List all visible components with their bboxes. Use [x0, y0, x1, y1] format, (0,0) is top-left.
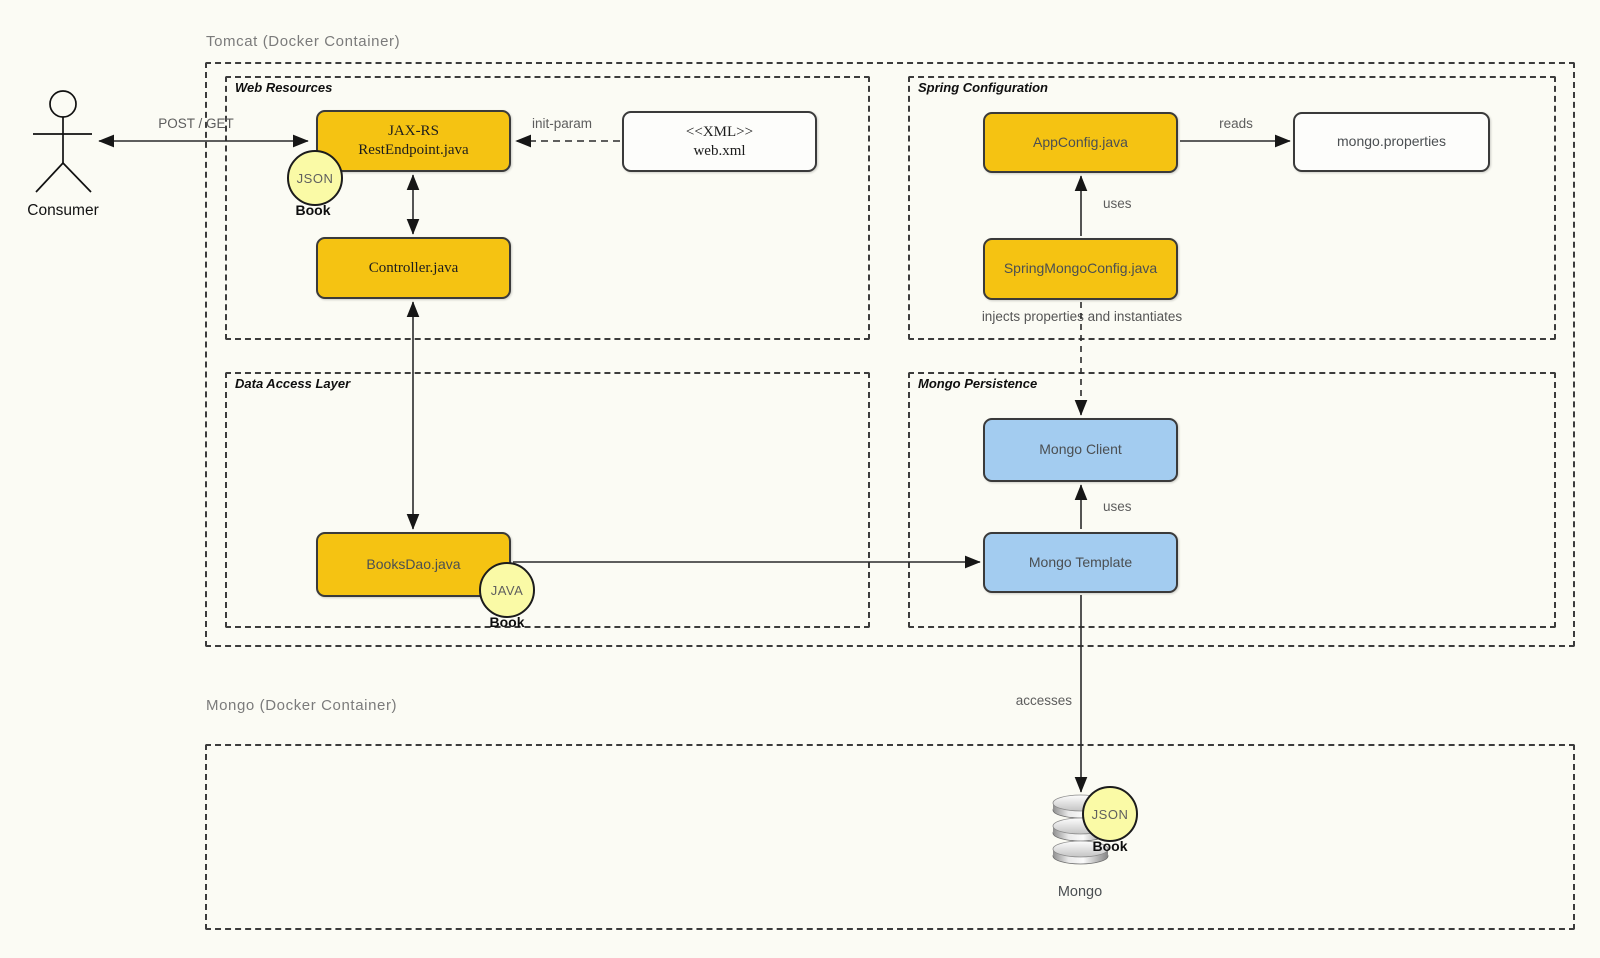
mongo-db-label: Mongo — [1057, 884, 1103, 900]
tomcat-container-box — [205, 62, 1575, 647]
app-config-label: AppConfig.java — [1033, 133, 1128, 150]
node-mongo-client: Mongo Client — [983, 418, 1178, 482]
edge-label-init-param: init-param — [531, 116, 593, 131]
edge-label-uses-spring: uses — [1103, 196, 1132, 211]
edge-label-uses-mongo: uses — [1103, 499, 1132, 514]
mongo-properties-label: mongo.properties — [1337, 133, 1446, 150]
rest-endpoint-line1: JAX-RS — [388, 123, 439, 140]
node-rest-endpoint: JAX-RS RestEndpoint.java — [316, 110, 511, 172]
tomcat-container-title: Tomcat (Docker Container) — [206, 33, 401, 50]
node-app-config: AppConfig.java — [983, 112, 1178, 173]
json-badge-rest-caption: Book — [295, 202, 331, 218]
web-resources-group: Web Resources — [225, 76, 870, 340]
java-badge-dao-caption: Book — [489, 614, 525, 630]
node-controller: Controller.java — [316, 237, 511, 299]
controller-label: Controller.java — [368, 259, 459, 276]
mongo-container-box — [205, 744, 1575, 930]
json-badge-db-caption: Book — [1092, 838, 1128, 854]
mongo-persistence-title: Mongo Persistence — [918, 376, 1038, 391]
rest-endpoint-line2: RestEndpoint.java — [358, 142, 469, 158]
edge-label-injects: injects properties and instantiates — [981, 309, 1183, 324]
mongo-template-label: Mongo Template — [1028, 553, 1133, 570]
spring-config-group: Spring Configuration — [908, 76, 1556, 340]
web-resources-title: Web Resources — [235, 80, 333, 95]
consumer-actor-icon — [33, 90, 92, 193]
node-mongo-template: Mongo Template — [983, 532, 1178, 593]
java-badge-dao: JAVA — [479, 562, 535, 618]
data-access-group: Data Access Layer — [225, 372, 870, 628]
edge-label-reads: reads — [1219, 116, 1253, 131]
node-mongo-properties: mongo.properties — [1293, 112, 1490, 172]
data-access-title: Data Access Layer — [235, 376, 351, 391]
edge-label-accesses: accesses — [1015, 693, 1072, 708]
node-books-dao: BooksDao.java — [316, 532, 511, 597]
spring-config-title: Spring Configuration — [918, 80, 1048, 95]
web-xml-stereotype: <<XML>> — [685, 123, 754, 140]
books-dao-label: BooksDao.java — [366, 555, 461, 572]
json-badge-rest: JSON — [287, 150, 343, 206]
json-badge-db: JSON — [1082, 786, 1138, 842]
mongo-client-label: Mongo Client — [1039, 441, 1122, 458]
node-spring-mongo-config: SpringMongoConfig.java — [983, 238, 1178, 300]
web-xml-label: web.xml — [693, 142, 746, 159]
node-web-xml: <<XML>> web.xml — [622, 111, 817, 172]
mongo-persistence-group: Mongo Persistence — [908, 372, 1556, 628]
consumer-label: Consumer — [27, 202, 99, 219]
mongo-container-title: Mongo (Docker Container) — [206, 697, 398, 714]
spring-mongo-config-label: SpringMongoConfig.java — [1003, 260, 1158, 277]
edge-label-post-get: POST / GET — [158, 116, 234, 131]
